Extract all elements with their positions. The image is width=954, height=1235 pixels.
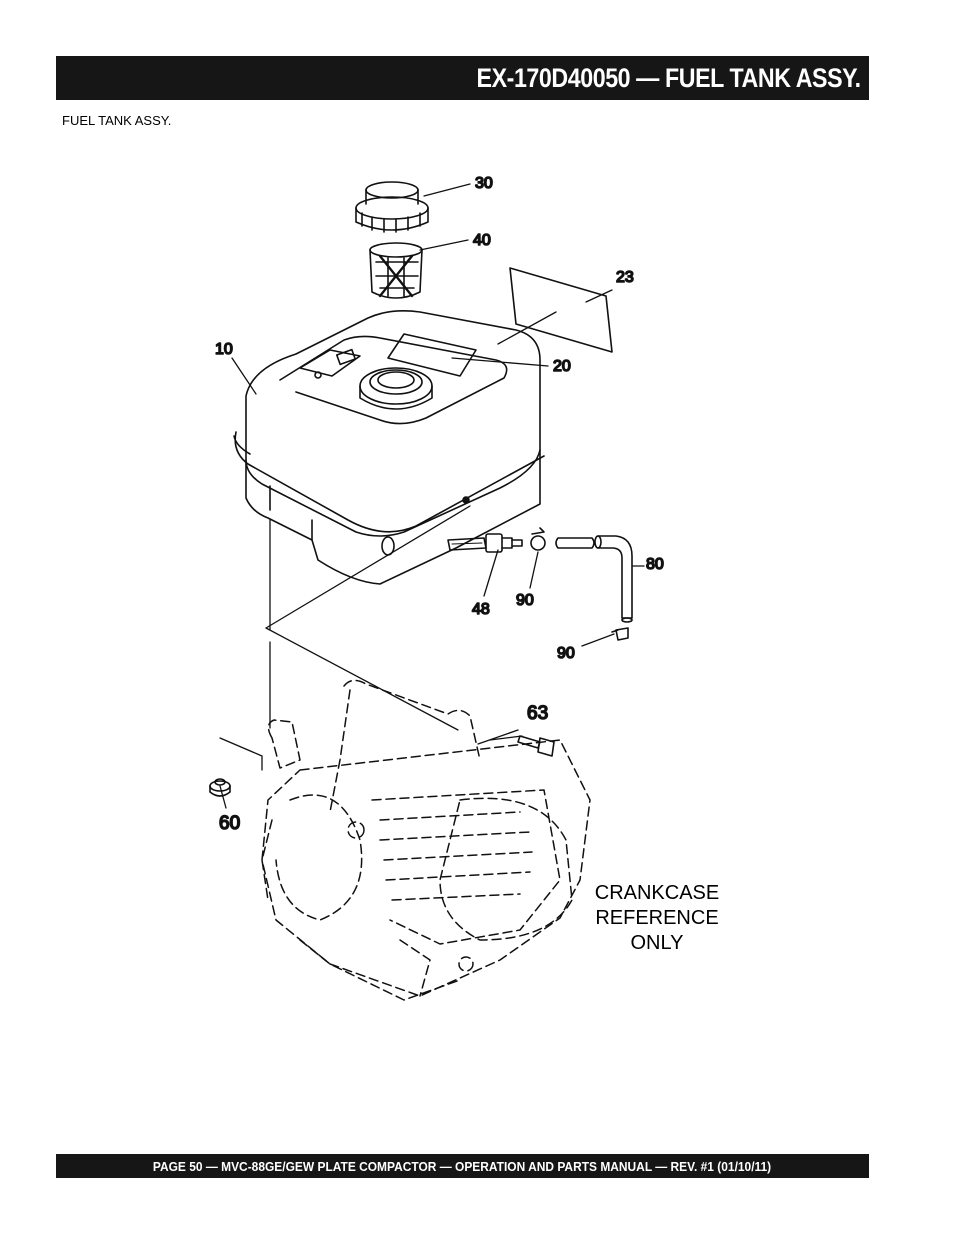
callout-90-upper: 90 bbox=[516, 592, 534, 609]
note-line-3: ONLY bbox=[631, 932, 684, 954]
mounting-reference-lines bbox=[219, 505, 519, 771]
callout-40: 40 bbox=[473, 232, 491, 249]
crankcase-reference bbox=[261, 679, 591, 1001]
callout-90-lower: 90 bbox=[557, 645, 575, 662]
leader-lines bbox=[219, 183, 645, 809]
fuel-strainer bbox=[369, 242, 423, 299]
hose-clamp-lower bbox=[611, 627, 629, 641]
fuel-hose bbox=[594, 535, 633, 623]
page-footer-text: PAGE 50 — MVC-88GE/GEW PLATE COMPACTOR —… bbox=[153, 1158, 772, 1174]
hose-clamp-upper bbox=[530, 527, 546, 551]
fuel-tank bbox=[233, 310, 545, 585]
callout-48: 48 bbox=[472, 601, 490, 618]
callout-10: 10 bbox=[215, 341, 233, 358]
callout-23: 23 bbox=[616, 269, 634, 286]
crankcase-note: CRANKCASE REFERENCE ONLY bbox=[595, 882, 719, 954]
hose-segment bbox=[555, 537, 595, 549]
callout-63: 63 bbox=[527, 703, 548, 724]
note-line-1: CRANKCASE bbox=[595, 882, 719, 904]
bolt bbox=[517, 735, 555, 757]
page-footer-bar: PAGE 50 — MVC-88GE/GEW PLATE COMPACTOR —… bbox=[56, 1154, 869, 1178]
page-title-bar: EX-170D40050 — FUEL TANK ASSY. bbox=[56, 56, 869, 100]
decal-23 bbox=[509, 267, 613, 353]
callout-20: 20 bbox=[553, 358, 571, 375]
callout-80: 80 bbox=[646, 556, 664, 573]
flange-nut bbox=[209, 778, 231, 797]
note-line-2: REFERENCE bbox=[595, 907, 718, 929]
fuel-cap bbox=[355, 181, 429, 233]
callout-60: 60 bbox=[219, 813, 240, 834]
callout-30: 30 bbox=[475, 175, 493, 192]
page-title: EX-170D40050 — FUEL TANK ASSY. bbox=[476, 62, 862, 93]
fuel-valve bbox=[447, 533, 523, 553]
section-subtitle: FUEL TANK ASSY. bbox=[62, 113, 172, 128]
